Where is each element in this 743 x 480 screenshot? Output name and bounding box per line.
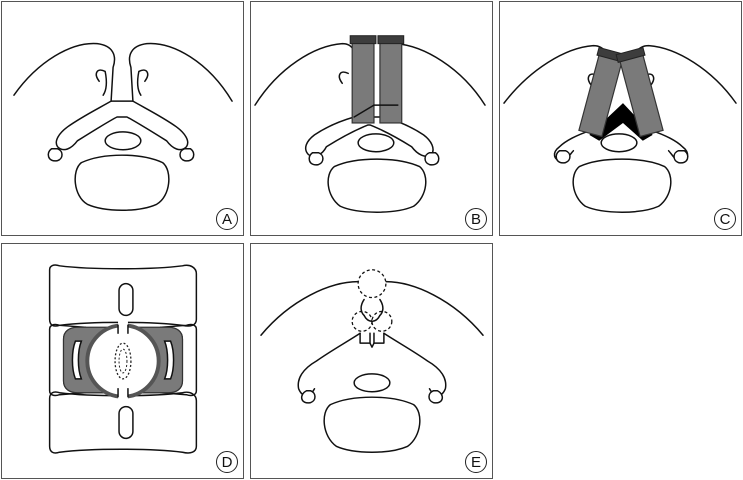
graft-strut-right (615, 46, 664, 138)
vertebral-body (74, 154, 170, 211)
graft-strut-left (351, 37, 375, 124)
bone-graft-bridge (589, 103, 653, 141)
vertebra-diagram-b (254, 35, 486, 213)
transverse-process-left (47, 147, 63, 162)
ring-gap-top (118, 321, 128, 334)
facet-left (71, 340, 83, 380)
transverse-process-right (179, 147, 195, 162)
panel-e: E (250, 243, 493, 479)
graft-cap-right (377, 35, 405, 45)
graft-cap-left (349, 35, 377, 45)
facet-right (163, 340, 175, 380)
spinal-canal (357, 133, 395, 153)
graft-strut-right (379, 37, 403, 124)
graft-circle-top (357, 269, 387, 299)
panel-d: D (1, 243, 244, 479)
ring-gap-bottom (118, 388, 128, 401)
spinal-cord-outline (118, 348, 128, 374)
spinal-canal (600, 133, 638, 153)
spinal-canal (104, 131, 142, 151)
dural-sac-outline (114, 342, 132, 380)
panel-label: A (216, 208, 238, 230)
transverse-process-right (428, 390, 444, 404)
vertebral-body (323, 396, 421, 453)
panel-label: C (714, 208, 736, 230)
spinous-process-lower (118, 405, 134, 440)
vertebral-arch (13, 42, 233, 151)
transverse-process-left (300, 390, 316, 404)
spine-posterior-diagram-d (48, 264, 198, 454)
spinous-process-upper (118, 282, 134, 317)
transverse-process-left (308, 151, 324, 166)
vertebra-diagram-c (503, 44, 737, 213)
transverse-process-right (673, 149, 689, 164)
transverse-process-right (424, 151, 440, 166)
vertebral-body (327, 158, 427, 213)
panel-c: C (499, 1, 742, 236)
laminoplasty-ring (85, 323, 161, 399)
vertebra-diagram-a (13, 42, 233, 211)
panel-label: E (465, 451, 487, 473)
vertebra-diagram-e (260, 269, 484, 453)
lamina-line (353, 104, 399, 118)
spinal-canal (353, 373, 391, 393)
panel-a: A (1, 1, 244, 236)
panel-label: D (216, 451, 238, 473)
vertebral-body (572, 158, 672, 213)
transverse-process-left (555, 149, 571, 164)
panel-b: B (250, 1, 493, 236)
panel-label: B (465, 208, 487, 230)
